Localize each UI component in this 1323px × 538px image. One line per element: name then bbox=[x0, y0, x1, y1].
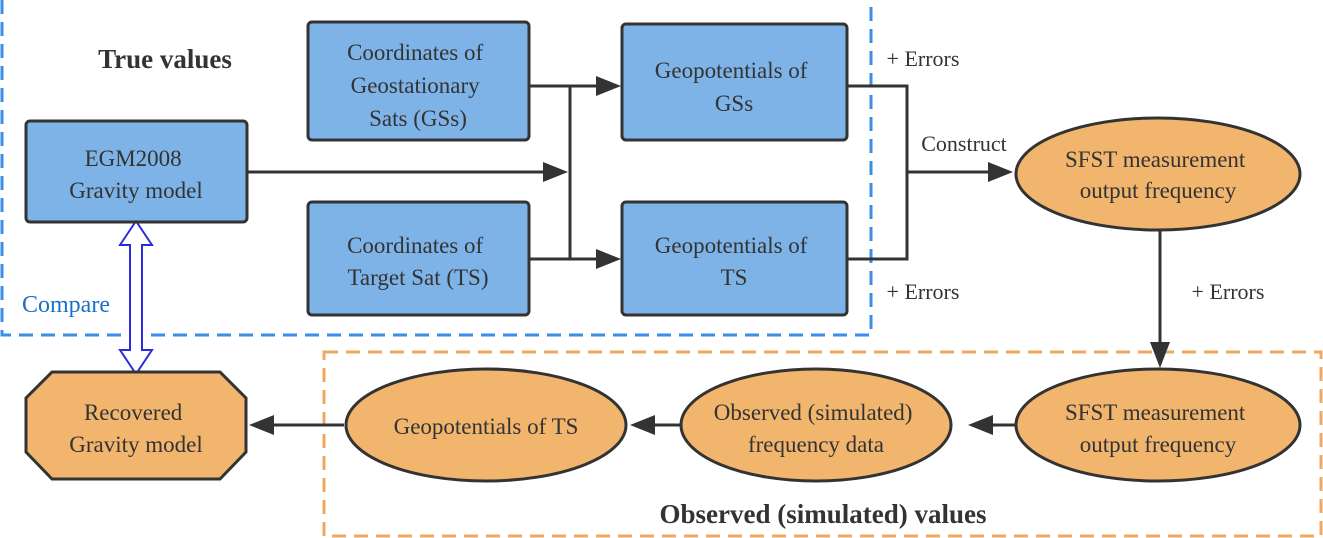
sfst-true-text: SFST measurement output frequency bbox=[1065, 147, 1251, 203]
observed-freq-oval bbox=[679, 367, 953, 483]
edge-geopot-gs-to-merge bbox=[848, 84, 909, 172]
geopot-ts-obs-oval bbox=[344, 367, 628, 483]
arrowhead-to-sfst bbox=[988, 162, 1013, 182]
coords-gs-box bbox=[306, 20, 531, 142]
sfst-obs-oval bbox=[1014, 367, 1302, 483]
errors-sfst-label: + Errors bbox=[1192, 279, 1265, 304]
coords-ts-text: Coordinates of Target Sat (TS) bbox=[347, 233, 489, 290]
true-values-title: True values bbox=[98, 44, 232, 74]
arrowhead-to-geopot-gs bbox=[596, 76, 621, 96]
errors-gs-label: + Errors bbox=[887, 46, 960, 71]
sfst-true-oval bbox=[1014, 116, 1302, 232]
observed-values-title: Observed (simulated) values bbox=[660, 499, 987, 529]
recovered-text: Recovered Gravity model bbox=[69, 400, 203, 457]
arrowhead-to-recovered bbox=[249, 415, 274, 435]
arrowhead-to-geopot-ts-obs bbox=[630, 415, 655, 435]
construct-label: Construct bbox=[921, 131, 1007, 156]
coords-ts-box bbox=[306, 200, 531, 317]
true-values-group bbox=[0, 0, 873, 337]
compare-double-arrow bbox=[118, 219, 154, 376]
arrowhead-egm2008 bbox=[543, 162, 568, 182]
arrowhead-to-observed-freq bbox=[968, 415, 993, 435]
geopot-gs-text: Geopotentials of GSs bbox=[655, 58, 813, 116]
arrowhead-sfst-down bbox=[1150, 342, 1170, 368]
egm2008-text: EGM2008 Gravity model bbox=[69, 146, 203, 203]
arrowhead-to-geopot-ts bbox=[596, 249, 621, 269]
geopot-ts-obs-text: Geopotentials of TS bbox=[394, 414, 579, 439]
edge-geopot-ts-to-merge bbox=[848, 172, 909, 261]
observed-values-group bbox=[322, 350, 1323, 538]
compare-label: Compare bbox=[22, 292, 110, 318]
coords-gs-text: Coordinates of Geostationary Sats (GSs) bbox=[347, 40, 489, 131]
errors-ts-label: + Errors bbox=[887, 279, 960, 304]
geopot-ts-box bbox=[620, 200, 849, 317]
sfst-obs-text: SFST measurement output frequency bbox=[1065, 400, 1251, 457]
egm2008-box bbox=[24, 119, 249, 224]
geopot-ts-text: Geopotentials of TS bbox=[655, 233, 813, 290]
recovered-octagon bbox=[24, 370, 248, 481]
geopot-gs-box bbox=[620, 22, 849, 142]
observed-freq-text: Observed (simulated) frequency data bbox=[714, 400, 918, 457]
